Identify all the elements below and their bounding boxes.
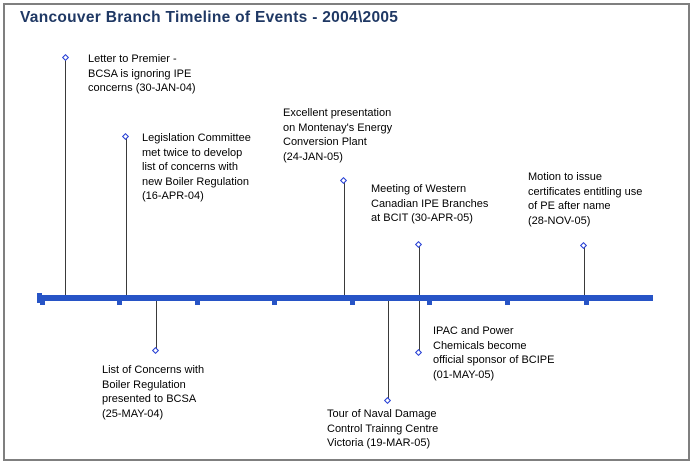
outer-border xyxy=(3,3,690,461)
timeline-tick xyxy=(40,301,45,305)
event-line-ipe-branches-meeting xyxy=(419,245,420,295)
event-label-list-of-concerns: List of Concerns with Boiler Regulation … xyxy=(102,364,205,420)
timeline-tick xyxy=(505,301,510,305)
timeline-tick xyxy=(350,301,355,305)
event-line-letter-to-premier xyxy=(65,58,66,295)
event-label-ipac-sponsor: IPAC and Power Chemicals become official… xyxy=(433,325,555,381)
event-line-pe-motion xyxy=(584,246,585,295)
event-label-pe-motion: Motion to issue certificates entitling u… xyxy=(528,171,643,227)
timeline-tick xyxy=(195,301,200,305)
event-line-legislation-committee xyxy=(126,137,127,295)
timeline-tick xyxy=(427,301,432,305)
event-label-montenay-presentation: Excellent presentation on Montenay's Ene… xyxy=(283,107,393,163)
timeline-bar xyxy=(38,295,653,301)
event-line-montenay-presentation xyxy=(344,181,345,295)
timeline-tick xyxy=(117,301,122,305)
event-line-naval-tour xyxy=(388,301,389,400)
event-label-legislation-committee: Legislation Committee met twice to devel… xyxy=(142,132,251,203)
event-label-ipe-branches-meeting: Meeting of Western Canadian IPE Branches… xyxy=(371,183,489,225)
event-line-list-of-concerns xyxy=(156,301,157,350)
timeline-tick xyxy=(272,301,277,305)
event-label-naval-tour: Tour of Naval Damage Control Trainng Cen… xyxy=(327,408,439,450)
event-label-letter-to-premier: Letter to Premier - BCSA is ignoring IPE… xyxy=(88,53,196,95)
diagram-title: Vancouver Branch Timeline of Events - 20… xyxy=(20,9,399,26)
timeline-tick xyxy=(584,301,589,305)
event-line-ipac-sponsor xyxy=(419,301,420,352)
